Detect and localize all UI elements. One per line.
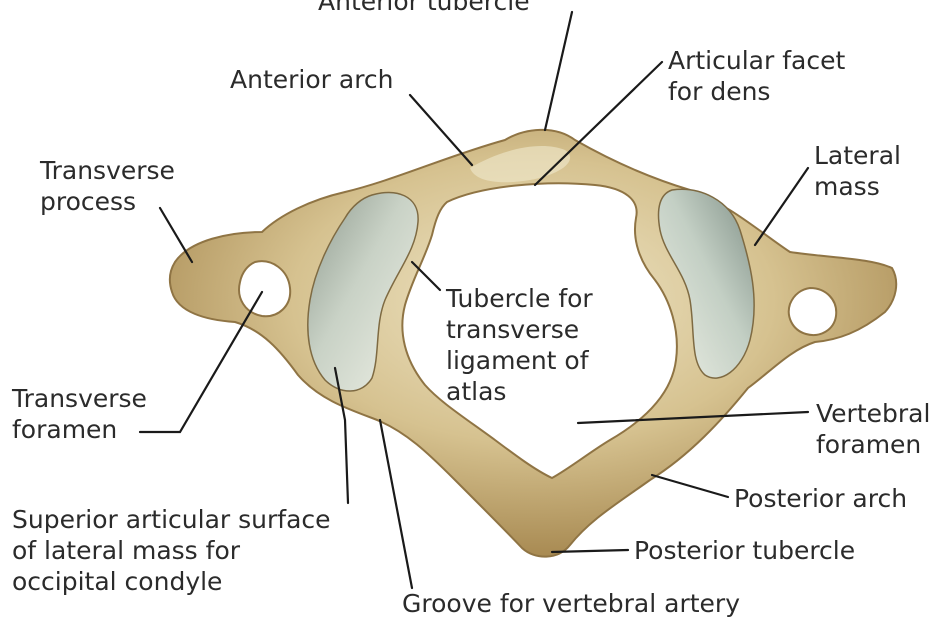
- leader-lines: [138, 10, 810, 590]
- leader-tubercle-transverse-ligament: [410, 260, 442, 292]
- label-anterior-tubercle: Anterior tubercle: [318, 0, 530, 16]
- leader-superior-articular-surface: [333, 366, 350, 505]
- label-transverse-process: Transverse process: [40, 156, 175, 216]
- leader-transverse-foramen: [138, 290, 264, 434]
- leader-articular-facet-dens: [533, 60, 664, 187]
- label-vertebral-foramen: Vertebral foramen: [816, 399, 931, 459]
- label-tubercle-transverse-ligament: Tubercle for transverse ligament of atla…: [446, 284, 593, 406]
- label-superior-articular-surface: Superior articular surface of lateral ma…: [12, 505, 331, 596]
- leader-vertebral-foramen: [576, 410, 810, 425]
- leader-transverse-process: [158, 206, 194, 264]
- label-articular-facet-dens: Articular facet for dens: [668, 46, 846, 106]
- right-articular-facet: [657, 188, 755, 379]
- leader-posterior-tubercle: [550, 548, 630, 554]
- label-posterior-tubercle: Posterior tubercle: [634, 536, 856, 565]
- label-groove-vertebral-artery: Groove for vertebral artery: [402, 589, 740, 618]
- leader-anterior-arch: [408, 93, 474, 167]
- leader-anterior-tubercle: [543, 10, 574, 132]
- label-posterior-arch: Posterior arch: [734, 484, 908, 513]
- label-anterior-arch: Anterior arch: [230, 65, 394, 94]
- leader-groove-vertebral-artery: [378, 418, 414, 590]
- leader-lateral-mass: [753, 166, 810, 247]
- label-transverse-foramen: Transverse foramen: [12, 384, 147, 444]
- left-articular-facet: [307, 191, 419, 392]
- anterior-arch-highlight: [470, 146, 571, 183]
- label-lateral-mass: Lateral mass: [814, 141, 901, 201]
- leader-posterior-arch: [650, 473, 730, 499]
